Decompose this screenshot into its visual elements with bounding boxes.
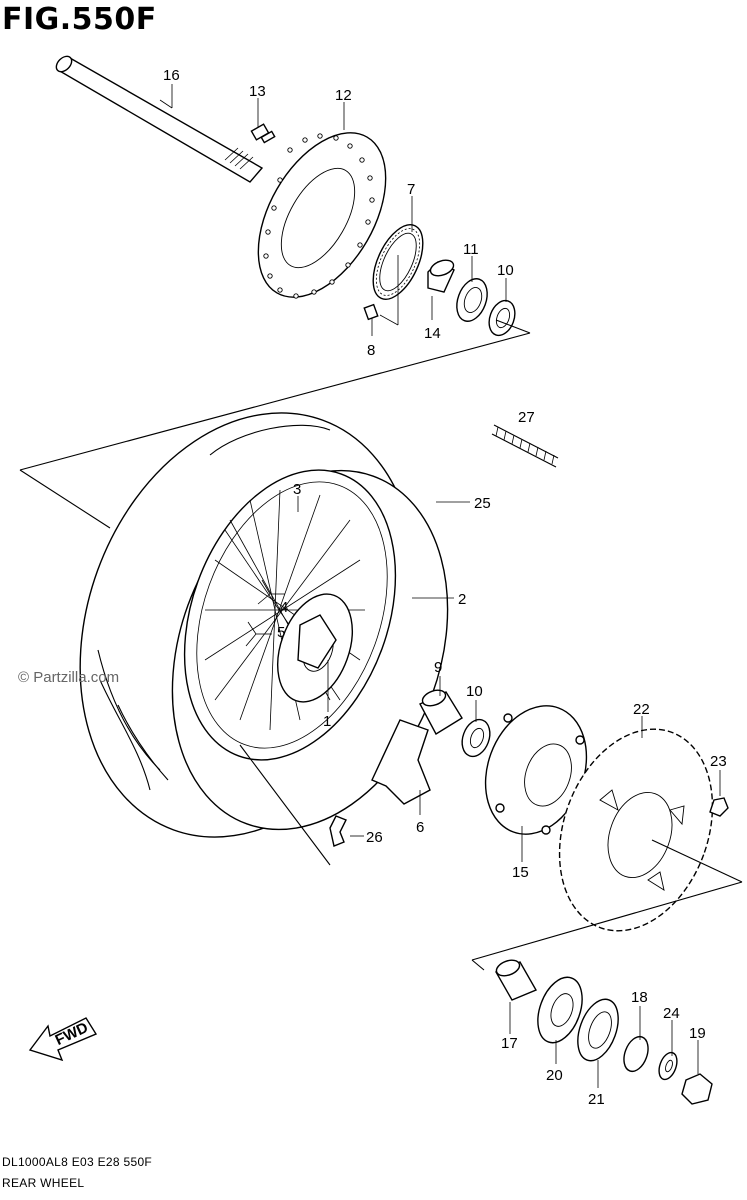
fwd-arrow xyxy=(28,1017,98,1062)
rear-axle xyxy=(55,55,264,183)
sprocket-drum xyxy=(484,705,591,835)
callout-24: 24 xyxy=(663,1005,680,1022)
oil-seal xyxy=(456,278,488,322)
callout-5: 5 xyxy=(277,624,285,641)
brake-disc xyxy=(257,132,387,299)
disc-bolt xyxy=(250,123,276,144)
bearing-mid xyxy=(461,718,491,758)
drum-oil-seal xyxy=(577,998,619,1062)
callout-14: 14 xyxy=(424,325,441,342)
spoke-set xyxy=(491,424,559,468)
callout-2: 2 xyxy=(458,591,466,608)
callout-26: 26 xyxy=(366,829,383,846)
callout-7: 7 xyxy=(407,181,415,198)
axle-nut xyxy=(681,1073,713,1105)
callout-25: 25 xyxy=(474,495,491,512)
callout-21: 21 xyxy=(588,1091,605,1108)
callout-27: 27 xyxy=(518,409,535,426)
leader-lines xyxy=(19,84,743,1088)
callout-17: 17 xyxy=(501,1035,518,1052)
wheel-damper xyxy=(371,719,431,805)
callout-labels: 16 13 12 7 11 10 8 14 27 3 25 2 4 5 9 10… xyxy=(163,67,727,1108)
callout-11: 11 xyxy=(463,241,479,258)
callout-6: 6 xyxy=(416,819,424,836)
caption: REAR WHEEL xyxy=(2,1176,85,1190)
rotor-screw xyxy=(363,303,379,321)
callout-19: 19 xyxy=(689,1025,706,1042)
rear-sprocket xyxy=(558,728,714,932)
tire-valve xyxy=(329,815,347,847)
callout-16: 16 xyxy=(163,67,180,84)
callout-9: 9 xyxy=(434,659,442,676)
callout-12: 12 xyxy=(335,87,352,104)
callout-3: 3 xyxy=(293,481,301,498)
callout-10-mid: 10 xyxy=(466,683,483,700)
wheel-spacer xyxy=(419,689,463,735)
callout-10-top: 10 xyxy=(497,262,514,279)
watermark: © Partzilla.com xyxy=(18,669,120,686)
drum-collar xyxy=(623,1035,649,1073)
rear-wheel-rim xyxy=(183,469,397,761)
callout-4: 4 xyxy=(280,599,288,616)
drum-bearing xyxy=(537,976,583,1044)
washer xyxy=(658,1051,678,1081)
callout-13: 13 xyxy=(249,83,266,100)
callout-18: 18 xyxy=(631,989,648,1006)
callout-23: 23 xyxy=(710,753,727,770)
bearing-top xyxy=(488,299,516,337)
callout-1: 1 xyxy=(323,713,331,730)
drum-spacer xyxy=(494,959,538,1001)
callout-20: 20 xyxy=(546,1067,563,1084)
callout-8: 8 xyxy=(367,342,375,359)
figure-title: FIG.550F xyxy=(2,2,157,37)
sprocket-nut xyxy=(709,797,729,817)
collar-spacer xyxy=(427,259,455,293)
callout-22: 22 xyxy=(633,701,650,718)
callout-15: 15 xyxy=(512,864,529,881)
model-line: DL1000AL8 E03 E28 550F xyxy=(2,1155,153,1169)
